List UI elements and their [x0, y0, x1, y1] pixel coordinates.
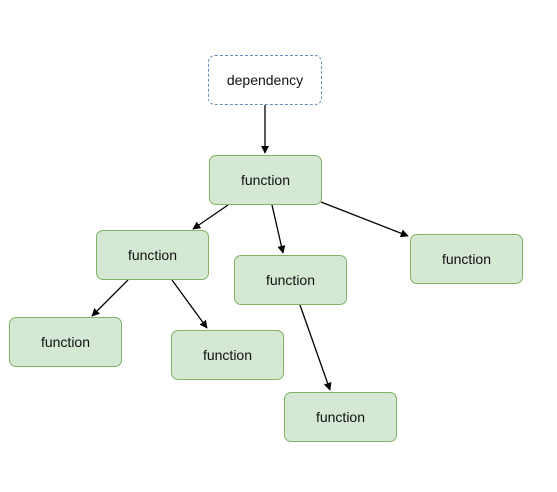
function-node-far-left[interactable]: function: [9, 317, 122, 367]
function-node-label: function: [40, 334, 91, 350]
edge-function-to-middle-function: [271, 204, 286, 254]
function-node-label: function: [265, 272, 316, 288]
edge-function-to-right-function: [320, 201, 409, 238]
function-node-label: function: [315, 409, 366, 425]
edge-function-to-left-function: [192, 204, 229, 230]
dependency-node[interactable]: dependency: [208, 55, 322, 105]
edge-middle-function-to-bottom-function: [299, 304, 332, 391]
function-node-bottom[interactable]: function: [284, 392, 397, 442]
function-node-label: function: [240, 172, 291, 188]
function-node-left[interactable]: function: [96, 230, 209, 280]
function-node-label: function: [127, 247, 178, 263]
edge-left-function-to-far-left-function: [91, 279, 129, 317]
dependency-node-label: dependency: [226, 72, 304, 88]
function-node-root[interactable]: function: [209, 155, 322, 205]
function-node-lower[interactable]: function: [171, 330, 284, 380]
function-node-middle[interactable]: function: [234, 255, 347, 305]
function-node-label: function: [202, 347, 253, 363]
function-node-right[interactable]: function: [410, 234, 523, 284]
function-node-label: function: [441, 251, 492, 267]
edge-left-function-to-lower-function: [171, 279, 208, 329]
